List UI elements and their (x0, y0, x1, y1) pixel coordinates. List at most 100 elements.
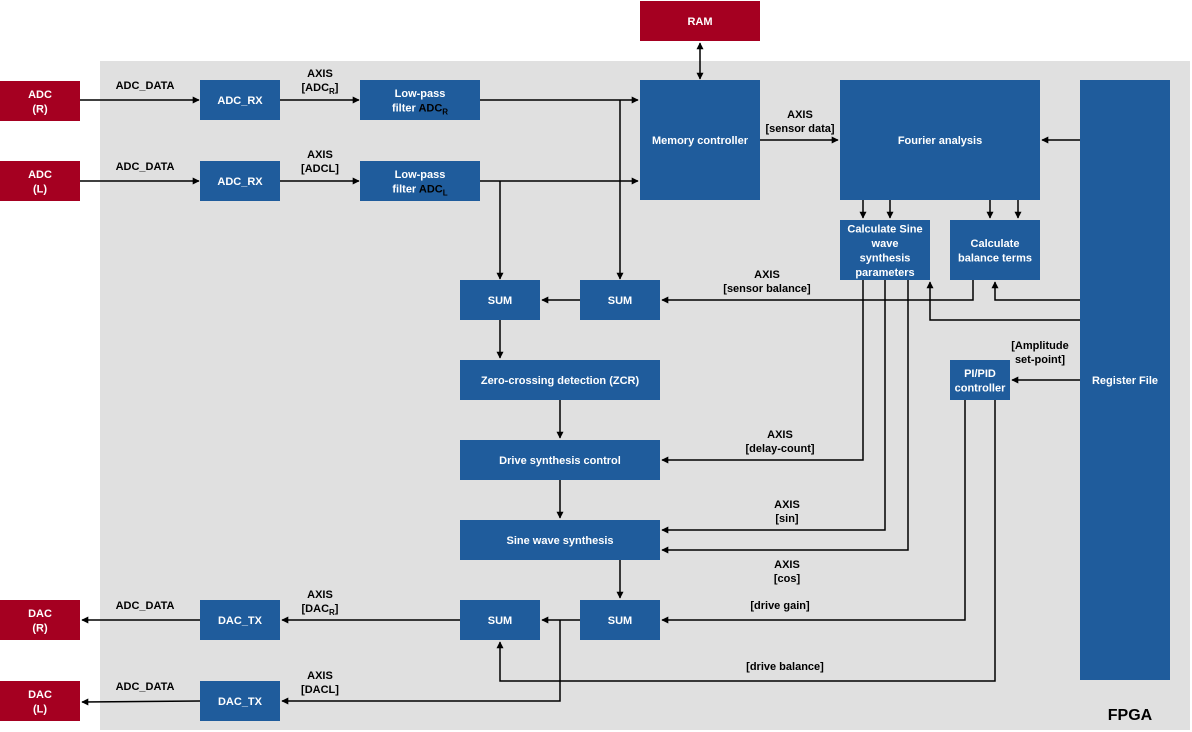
dac-tx-r-box (200, 600, 280, 640)
sine-wave-synthesis-box (460, 520, 660, 560)
sum-left-box (460, 280, 540, 320)
axis-sin-text: [sin] (775, 513, 799, 525)
ram-label: RAM (687, 16, 712, 28)
fourier-analysis-block: Fourier analysis (840, 80, 1040, 200)
pid-block: PI/PID controller (950, 360, 1010, 400)
dac-data-r-label: ADC_DATA (116, 600, 175, 612)
axis-sensor-balance-label: AXIS[sensor balance] (723, 269, 811, 295)
sum-left-block: SUM (460, 280, 540, 320)
dac-r-box (0, 600, 80, 640)
sum-right-block: SUM (580, 280, 660, 320)
adc-data-r-label: ADC_DATA (116, 80, 175, 92)
calc-sine-params-label: wave (871, 238, 899, 250)
adc-rx-r-block: ADC_RX (200, 80, 280, 120)
dac-r-block: DAC(R) (0, 600, 80, 640)
adc-data-l-text: ADC_DATA (116, 161, 175, 173)
axis-cos-text: AXIS (774, 559, 800, 571)
calc-sine-params-label: synthesis (860, 252, 911, 264)
dac-tx-l-block: DAC_TX (200, 681, 280, 721)
dac-tx-l-box (200, 681, 280, 721)
axis-adc-l-text-2: [ADCL] (301, 163, 339, 175)
adc-rx-l-label: ADC_RX (217, 176, 263, 188)
adc-rx-r-box (200, 80, 280, 120)
adc-r-box (0, 81, 80, 121)
amplitude-setpoint-text: set-point] (1015, 354, 1065, 366)
zcr-block: Zero-crossing detection (ZCR) (460, 360, 660, 400)
adc-r-label: (R) (32, 103, 48, 115)
adc-rx-l-block: ADC_RX (200, 161, 280, 201)
register-file-box (1080, 80, 1170, 680)
memory-controller-label: Memory controller (652, 135, 749, 147)
pid-label: PI/PID (964, 368, 996, 380)
blocks: RAMADC(R)ADC(L)DAC(R)DAC(L)ADC_RXADC_RXL… (0, 1, 1170, 721)
dac-tx-l-to-dac (81, 698, 201, 706)
sum-bottom-right-label: SUM (608, 615, 632, 627)
calc-to-drive-delay (661, 280, 864, 464)
zcr-box (460, 360, 660, 400)
calc-to-sine-cos (661, 280, 909, 554)
calc-balance-terms-box (950, 220, 1040, 280)
ram-box (640, 1, 760, 41)
adc-l-label: (L) (33, 183, 47, 195)
register-to-calc-sine (926, 281, 1080, 321)
axis-dac-l-text: AXIS (307, 670, 333, 682)
amplitude-setpoint-label: [Amplitude set-point] (1011, 340, 1068, 366)
sine-wave-synthesis-block: Sine wave synthesis (460, 520, 660, 560)
dac-data-l-text: ADC_DATA (116, 681, 175, 693)
axis-sensor-data-text: [sensor data] (765, 123, 834, 135)
adc-data-r-text: ADC_DATA (116, 80, 175, 92)
axis-adc-r-label: AXIS[ADCR] (302, 68, 339, 96)
dac-l-box (0, 681, 80, 721)
pid-box (950, 360, 1010, 400)
drive-gain-text: [drive gain] (750, 600, 810, 612)
drive-synthesis-control-box (460, 440, 660, 480)
adc-rx-r-label: ADC_RX (217, 95, 263, 107)
axis-delay-count-text: [delay-count] (745, 443, 814, 455)
lpf-l-label: Low-pass (395, 169, 446, 181)
dac-tx-l-label: DAC_TX (218, 696, 263, 708)
drive-balance-label: [drive balance] (746, 661, 824, 673)
lpf-r-label-2: filter ADCR (392, 102, 448, 116)
dac-tx-r-label: DAC_TX (218, 615, 263, 627)
sum-bottom-left-label: SUM (488, 615, 512, 627)
sum-bottom-right-block: SUM (580, 600, 660, 640)
adc-r-block: ADC(R) (0, 81, 80, 121)
dac-data-l-label: ADC_DATA (116, 681, 175, 693)
axis-sensor-balance-text: [sensor balance] (723, 283, 811, 295)
axis-sensor-data-text: AXIS (787, 109, 813, 121)
pid-label: controller (955, 382, 1006, 394)
drive-synthesis-control-label: Drive synthesis control (499, 455, 621, 467)
axis-sin-label: AXIS[sin] (774, 499, 800, 525)
pid-to-sum-gain (661, 400, 966, 624)
dac-r-label: DAC (28, 608, 52, 620)
connections (80, 42, 1080, 706)
amplitude-setpoint-text: [Amplitude (1011, 340, 1068, 352)
adc-l-label: ADC (28, 169, 52, 181)
axis-dac-l-text-2: [DACL] (301, 684, 339, 696)
axis-delay-count-label: AXIS[delay-count] (745, 429, 814, 455)
adc-rx-l-box (200, 161, 280, 201)
adc-l-block: ADC (L) (0, 161, 80, 201)
dac-l-label: DAC (28, 689, 52, 701)
sum-right-box (580, 280, 660, 320)
calc-to-sine-sin (661, 280, 886, 534)
ram-block: RAM (640, 1, 760, 41)
calc-sine-params-label: Calculate Sine (847, 223, 922, 235)
axis-adc-r-text: AXIS (307, 68, 333, 80)
drive-gain-label: [drive gain] (750, 600, 810, 612)
axis-sensor-data-label: AXIS [sensor data] (765, 109, 834, 135)
memory-controller-box (640, 80, 760, 200)
pid-to-sum-balance (496, 400, 996, 682)
axis-dac-r-text: AXIS (307, 589, 333, 601)
labels: ADC_DATAADC_DATAAXIS[ADCR]AXIS[ADCL]AXIS… (116, 68, 1069, 696)
fpga-label: FPGA (1108, 707, 1153, 724)
register-file-block: Register File (1080, 80, 1170, 680)
dac-l-label: (L) (33, 703, 47, 715)
fourier-analysis-box (840, 80, 1040, 200)
calc-balance-terms-label: Calculate (971, 238, 1020, 250)
